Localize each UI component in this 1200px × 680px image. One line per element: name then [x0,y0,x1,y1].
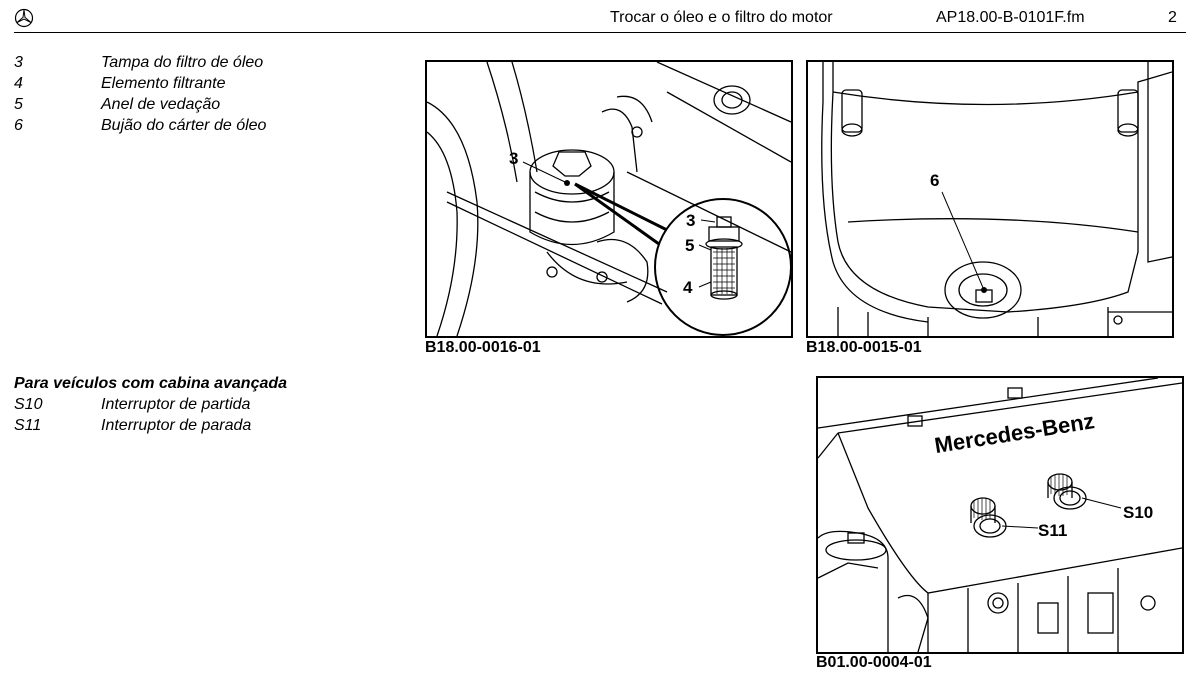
engine-cover-illustration: Mercedes-Benz S11 S10 [818,378,1182,652]
mercedes-star-icon [14,8,34,28]
figure-caption: B01.00-0004-01 [816,654,932,671]
callout-s11: S11 [1038,521,1067,540]
page-number: 2 [1168,9,1177,26]
document-code: AP18.00-B-0101F.fm [936,9,1085,26]
figure-oil-filter: 3 3 5 4 [425,60,793,338]
oil-filter-illustration: 3 3 5 4 [427,62,791,336]
callout-s10: S10 [1123,503,1153,522]
callout-5: 5 [685,236,694,255]
document-title: Trocar o óleo e o filtro do motor [610,9,833,26]
page-header: Trocar o óleo e o filtro do motor AP18.0… [0,0,1200,34]
callout-3: 3 [509,149,518,168]
callout-4: 4 [683,278,693,297]
figure-engine-cover: Mercedes-Benz S11 S10 [816,376,1184,654]
figure-caption: B18.00-0016-01 [425,339,541,356]
callout-6: 6 [930,171,939,190]
figure-caption: B18.00-0015-01 [806,339,922,356]
callout-3-detail: 3 [686,211,695,230]
figure-oil-pan: 6 [806,60,1174,338]
header-rule [14,32,1186,33]
legend-heading: Para veículos com cabina avançada [14,375,288,392]
oil-pan-illustration: 6 [821,62,1172,336]
